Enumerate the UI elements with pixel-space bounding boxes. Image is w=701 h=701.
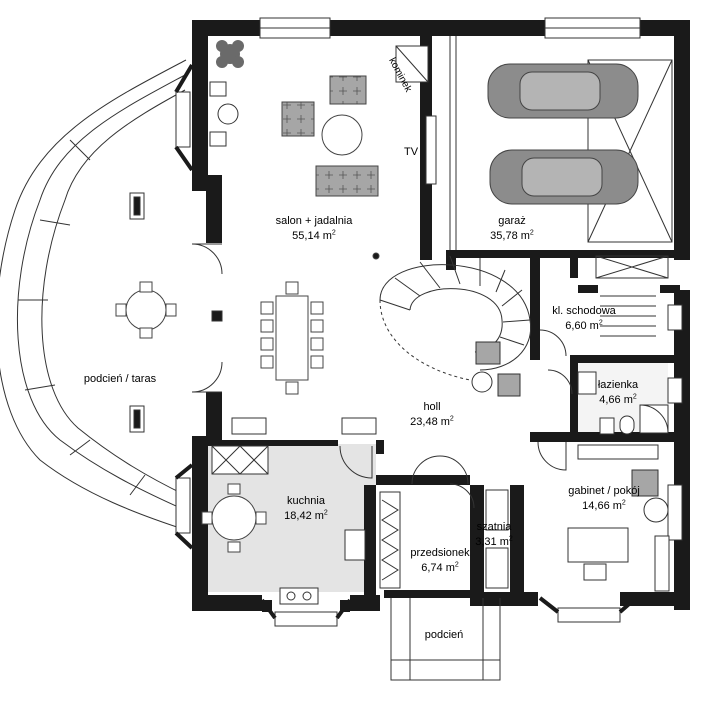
room-name: holl	[423, 401, 441, 413]
room-area: 4,66 m2	[599, 393, 637, 406]
room-area: 23,48 m2	[410, 415, 454, 428]
tv-and-fireplace	[395, 45, 437, 185]
room-area: 14,66 m2	[582, 499, 626, 512]
room-label-podcien: podcień	[425, 628, 464, 643]
windows	[175, 17, 683, 627]
spiral-stairs	[379, 255, 532, 381]
terrace-table	[115, 281, 177, 339]
wardrobes	[379, 489, 509, 589]
room-area: 3,31 m2	[475, 535, 513, 548]
straight-stairs	[595, 255, 669, 337]
room-name: garaż	[498, 215, 526, 227]
dining-table	[260, 281, 324, 395]
room-label-podcien-taras: podcień / taras	[84, 372, 156, 387]
room-label-kuchnia: kuchnia 18,42 m2	[284, 494, 328, 524]
tv-label: TV	[404, 146, 419, 158]
bay-windows	[174, 63, 638, 620]
cars	[487, 63, 639, 205]
room-label-gabinet: gabinet / pokój 14,66 m2	[568, 484, 640, 514]
room-name: kl. schodowa	[552, 305, 616, 317]
room-label-garaz: garaż 35,78 m2	[490, 214, 534, 244]
room-name: przedsionek	[410, 547, 470, 559]
bay-chairs	[209, 81, 239, 147]
room-name: podcień / taras	[83, 373, 157, 385]
room-area: 55,14 m2	[292, 229, 336, 242]
room-label-przedsionek: przedsionek 6,74 m2	[410, 546, 469, 576]
bathroom-fixtures	[577, 371, 669, 435]
room-area: 35,78 m2	[490, 229, 534, 242]
potted-plant	[216, 40, 244, 68]
terrace-columns	[129, 192, 223, 433]
room-name: kuchnia	[287, 495, 325, 507]
room-name: podcień	[424, 629, 464, 641]
room-name: salon + jadalnia	[275, 215, 353, 227]
room-label-salon: salon + jadalnia 55,14 m2	[276, 214, 353, 244]
room-label-holl: holl 23,48 m2	[410, 400, 454, 430]
doors	[191, 243, 573, 681]
room-name: szatnia	[476, 521, 512, 533]
terrace-outline	[0, 59, 187, 531]
room-name: gabinet / pokój	[568, 485, 640, 497]
kitchen-table	[201, 483, 267, 553]
room-label-lazienka: łazienka 4,66 m2	[598, 378, 638, 408]
room-label-szatnia: szatnia 3,31 m2	[475, 520, 513, 550]
room-area: 6,74 m2	[421, 561, 459, 574]
room-area: 6,60 m2	[565, 319, 603, 332]
living-furniture	[281, 75, 380, 260]
office-furniture	[567, 444, 670, 592]
kitchen-counters	[211, 417, 377, 605]
hall-armchairs	[471, 341, 521, 397]
room-label-kl-schodowa: kl. schodowa 6,60 m2	[552, 304, 616, 334]
room-area: 18,42 m2	[284, 509, 328, 522]
room-name: łazienka	[597, 379, 639, 391]
